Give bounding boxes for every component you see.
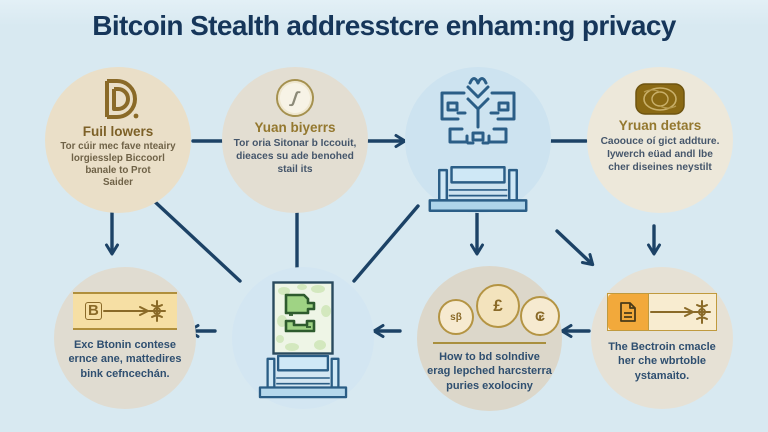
banner-arrow-compass-icon: [102, 300, 166, 322]
node-text-line: The Bectroin cmacle: [608, 341, 716, 353]
node-title: Fuil lowers: [82, 124, 154, 139]
coins-divider: [433, 342, 546, 344]
node-oracle: The Bectroin cmacle her che wbrtoble yst…: [591, 267, 733, 409]
banner-arrow-compass-icon: [650, 300, 711, 324]
green-card-pedestal-icon: [272, 281, 334, 355]
node-text-line: Saider: [103, 177, 133, 189]
node-text-line: her che wbrtoble: [617, 355, 707, 368]
line-followers-to-card: [151, 198, 242, 283]
coin-glyph: sβ: [450, 311, 462, 323]
node-text-line: Iywerch eüad andl lbe: [607, 149, 713, 161]
node-text-line: banale to Prot: [85, 165, 151, 177]
line-network-to-card: [352, 204, 420, 283]
node-coins: sβ £ ₢ How to bd solndive erag lepched h…: [417, 266, 562, 411]
coin-glyph: £: [493, 296, 503, 315]
coin-glyph: ₢: [534, 308, 546, 324]
coin-icon-right: ₢: [520, 296, 560, 336]
coin-icon-left: sβ: [438, 299, 474, 335]
node-text-line: bink cefncechán.: [80, 367, 170, 380]
node-text-line: lorgiesslep Biccoorl: [71, 153, 165, 165]
node-text-line: Caoouce oí gict addture.: [600, 136, 720, 147]
gold-seal-icon: [635, 83, 685, 115]
node-exchange: B Exc Btonin contese ernce ane, mattedir…: [54, 267, 196, 409]
pedestal-icon: [258, 355, 348, 399]
node-text-line: erag lepched harcsterra: [427, 365, 552, 378]
node-network: [405, 67, 551, 213]
node-buyers: ʃ Yuan biyerrs Tor oria Sitonar b Iccoui…: [222, 67, 368, 213]
coin-icon-center: £: [476, 284, 520, 328]
node-text-line: dieaces su ade benohed: [236, 151, 354, 163]
node-text-line: ernce ane, mattedires: [68, 353, 182, 366]
node-text-line: Exc Btonin contese: [73, 339, 177, 351]
node-text-line: cher diseines neystilt: [608, 162, 712, 174]
circuit-sculpture-icon: [440, 77, 516, 145]
node-text-line: Tor cúir mec fave nteairy: [60, 141, 176, 152]
arrow-network-to-oracle: [555, 229, 595, 267]
node-text-line: stail its: [277, 164, 313, 176]
pedestal-icon: [428, 166, 528, 212]
node-text-line: Tor oria Sitonar b Iccouit,: [233, 138, 357, 149]
node-text-line: puries exolociny: [446, 379, 533, 392]
ring-seal-icon: ʃ: [273, 76, 317, 120]
node-followers: Fuil lowers Tor cúir mec fave nteairy lo…: [45, 67, 191, 213]
node-text-line: ystamaìto.: [634, 369, 690, 382]
bitcoin-arrow-banner-icon: B: [73, 292, 177, 330]
node-text-line: How to bd solndive: [439, 351, 540, 363]
node-card: [232, 267, 374, 409]
coins-text-block: How to bd solndive erag lepched harcster…: [417, 350, 562, 393]
bitcoin-b-icon: B: [85, 302, 102, 320]
node-title: Yruan detars: [618, 118, 702, 133]
d-monogram-icon: [105, 79, 139, 119]
node-title: Yuan biyerrs: [254, 120, 336, 135]
ring-seal-glyph: ʃ: [291, 87, 300, 108]
page-title: Bitcoin Stealth addresstcre enham:ng pri…: [92, 10, 676, 41]
document-arrow-banner-icon: [607, 293, 717, 331]
node-details: Yruan detars Caoouce oí gict addture. Iy…: [587, 67, 733, 213]
document-icon: [608, 294, 649, 330]
